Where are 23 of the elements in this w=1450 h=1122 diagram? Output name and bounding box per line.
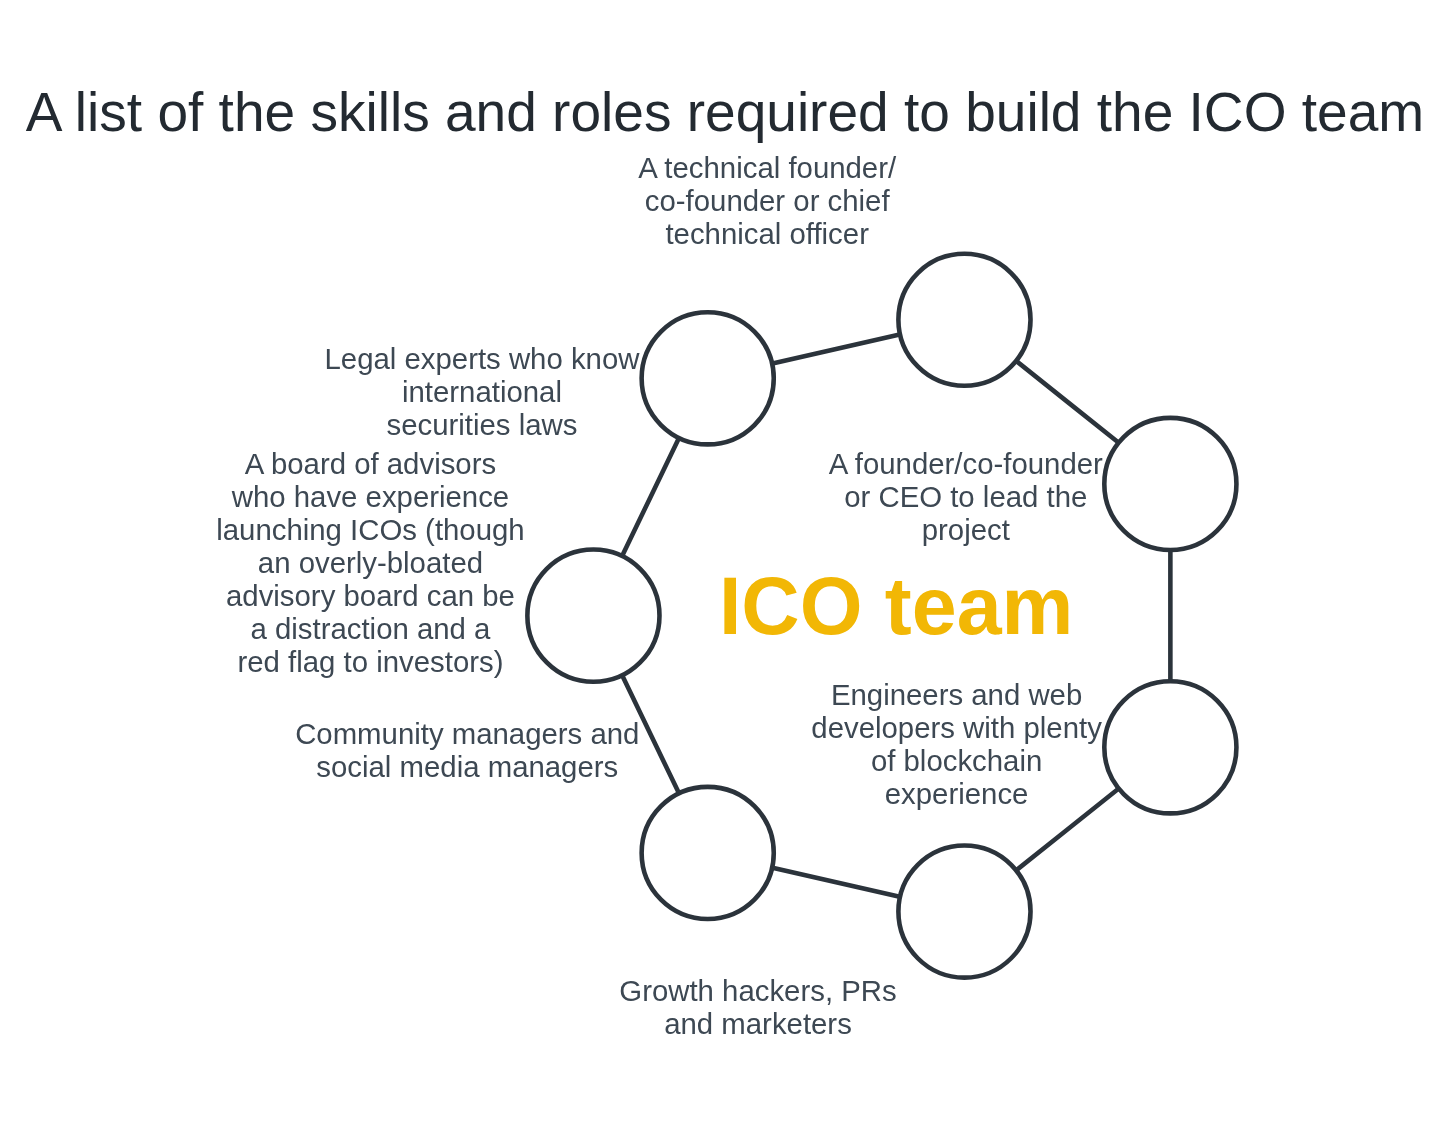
connector xyxy=(1168,549,1173,681)
node-text: ICO team xyxy=(718,560,1074,651)
node-label: A founder/co-founder or CEO to lead the project xyxy=(828,446,1103,546)
node-label: A technical founder/ co-founder or chief technical officer xyxy=(638,150,897,250)
node-person xyxy=(639,309,777,447)
node-person xyxy=(1102,678,1239,816)
node-person xyxy=(896,250,1033,388)
node-person xyxy=(896,842,1033,980)
connector xyxy=(620,436,681,557)
connector xyxy=(620,674,681,794)
connector xyxy=(1015,786,1120,872)
node-label: Legal experts who know international securities laws xyxy=(324,341,640,441)
diagram-title: A list of the skills and roles required to build the ICO team xyxy=(25,80,1425,143)
connector xyxy=(771,331,901,366)
connector xyxy=(771,864,901,899)
node-label: A board of advisors who have experience launching ICOs (though an overly-bloated advisory board can be a distraction and a red flag to investors) xyxy=(216,446,525,678)
connector xyxy=(1014,358,1120,444)
node-person xyxy=(525,546,662,684)
node-label: Community managers and social media managers xyxy=(295,716,640,783)
node-label: Growth hackers, PRs and marketers xyxy=(619,973,897,1040)
node-person xyxy=(1102,415,1239,552)
node-label: Engineers and web developers with plenty of blockchain experience xyxy=(811,677,1102,810)
node-person xyxy=(639,784,777,921)
